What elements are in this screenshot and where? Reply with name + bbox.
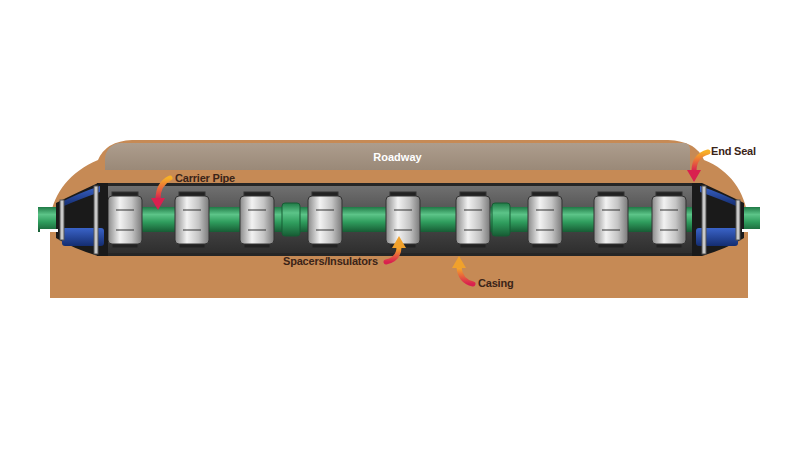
spacer-band: [594, 196, 628, 244]
spacer-band: [456, 196, 490, 244]
spacer-bolt: [660, 230, 678, 231]
spacer-bolt: [602, 210, 620, 211]
casing-pipe: [97, 183, 695, 256]
spacer-bolt: [248, 230, 266, 231]
callout-arrow: [158, 178, 170, 199]
spacer-bolt: [116, 210, 134, 211]
spacer-insulator: [308, 192, 342, 248]
spacer-bolt: [316, 210, 334, 211]
spacer-insulator: [456, 192, 490, 248]
spacer-band: [528, 196, 562, 244]
end-seal-boot: [692, 183, 744, 256]
spacer-bolt: [660, 210, 678, 211]
spacer-insulator: [386, 192, 420, 248]
spacer-insulator: [594, 192, 628, 248]
arrow-head: [151, 198, 165, 210]
spacer-bolt: [394, 230, 412, 231]
arrow-head: [452, 256, 466, 268]
pipe-band: [40, 229, 58, 232]
spacer-bolt: [464, 230, 482, 231]
arrow-head: [687, 170, 701, 182]
spacer-bolt: [116, 230, 134, 231]
spacer-band: [386, 196, 420, 244]
callout-label: Carrier Pipe: [175, 172, 235, 184]
spacer-band: [240, 196, 274, 244]
spacer-bolt: [394, 210, 412, 211]
spacer-insulator: [108, 192, 142, 248]
seal-clamp: [60, 200, 64, 240]
roadway-band: Roadway: [105, 143, 690, 170]
spacer-bolt: [464, 210, 482, 211]
pipe-bell-joint: [282, 203, 300, 236]
seal-clamp: [94, 186, 98, 254]
spacer-bolt: [183, 210, 201, 211]
node-text: Roadway: [373, 151, 421, 163]
spacer-band: [652, 196, 686, 244]
end-seal-left: [40, 183, 108, 256]
spacer-group: [108, 192, 686, 248]
spacer-bolt: [248, 210, 266, 211]
spacer-band: [108, 196, 142, 244]
casing-interior: [100, 186, 692, 253]
pipe-band: [742, 229, 760, 232]
arrow-head: [392, 236, 406, 248]
end-seal-right: [692, 183, 760, 256]
callout-arrow: [386, 247, 399, 262]
callout-label: Spacers/Insulators: [283, 255, 378, 267]
spacer-band: [175, 196, 209, 244]
spacer-bolt: [183, 230, 201, 231]
callout-arrow: [694, 152, 708, 171]
callout-arrow: [459, 267, 473, 284]
seal-clamp: [702, 186, 706, 254]
spacer-insulator: [240, 192, 274, 248]
spacer-insulator: [528, 192, 562, 248]
spacer-bolt: [536, 210, 554, 211]
seal-clamp: [736, 200, 740, 240]
spacer-insulator: [652, 192, 686, 248]
spacer-bolt: [316, 230, 334, 231]
spacer-bolt: [602, 230, 620, 231]
callout-label: Casing: [478, 277, 513, 289]
callout-arrows: [151, 152, 708, 284]
end-seal-boot: [56, 183, 108, 256]
spacer-bolt: [536, 230, 554, 231]
spacer-band: [308, 196, 342, 244]
spacer-insulator: [175, 192, 209, 248]
callout-label: End Seal: [711, 145, 756, 157]
pipe-bell-joint: [492, 203, 510, 236]
